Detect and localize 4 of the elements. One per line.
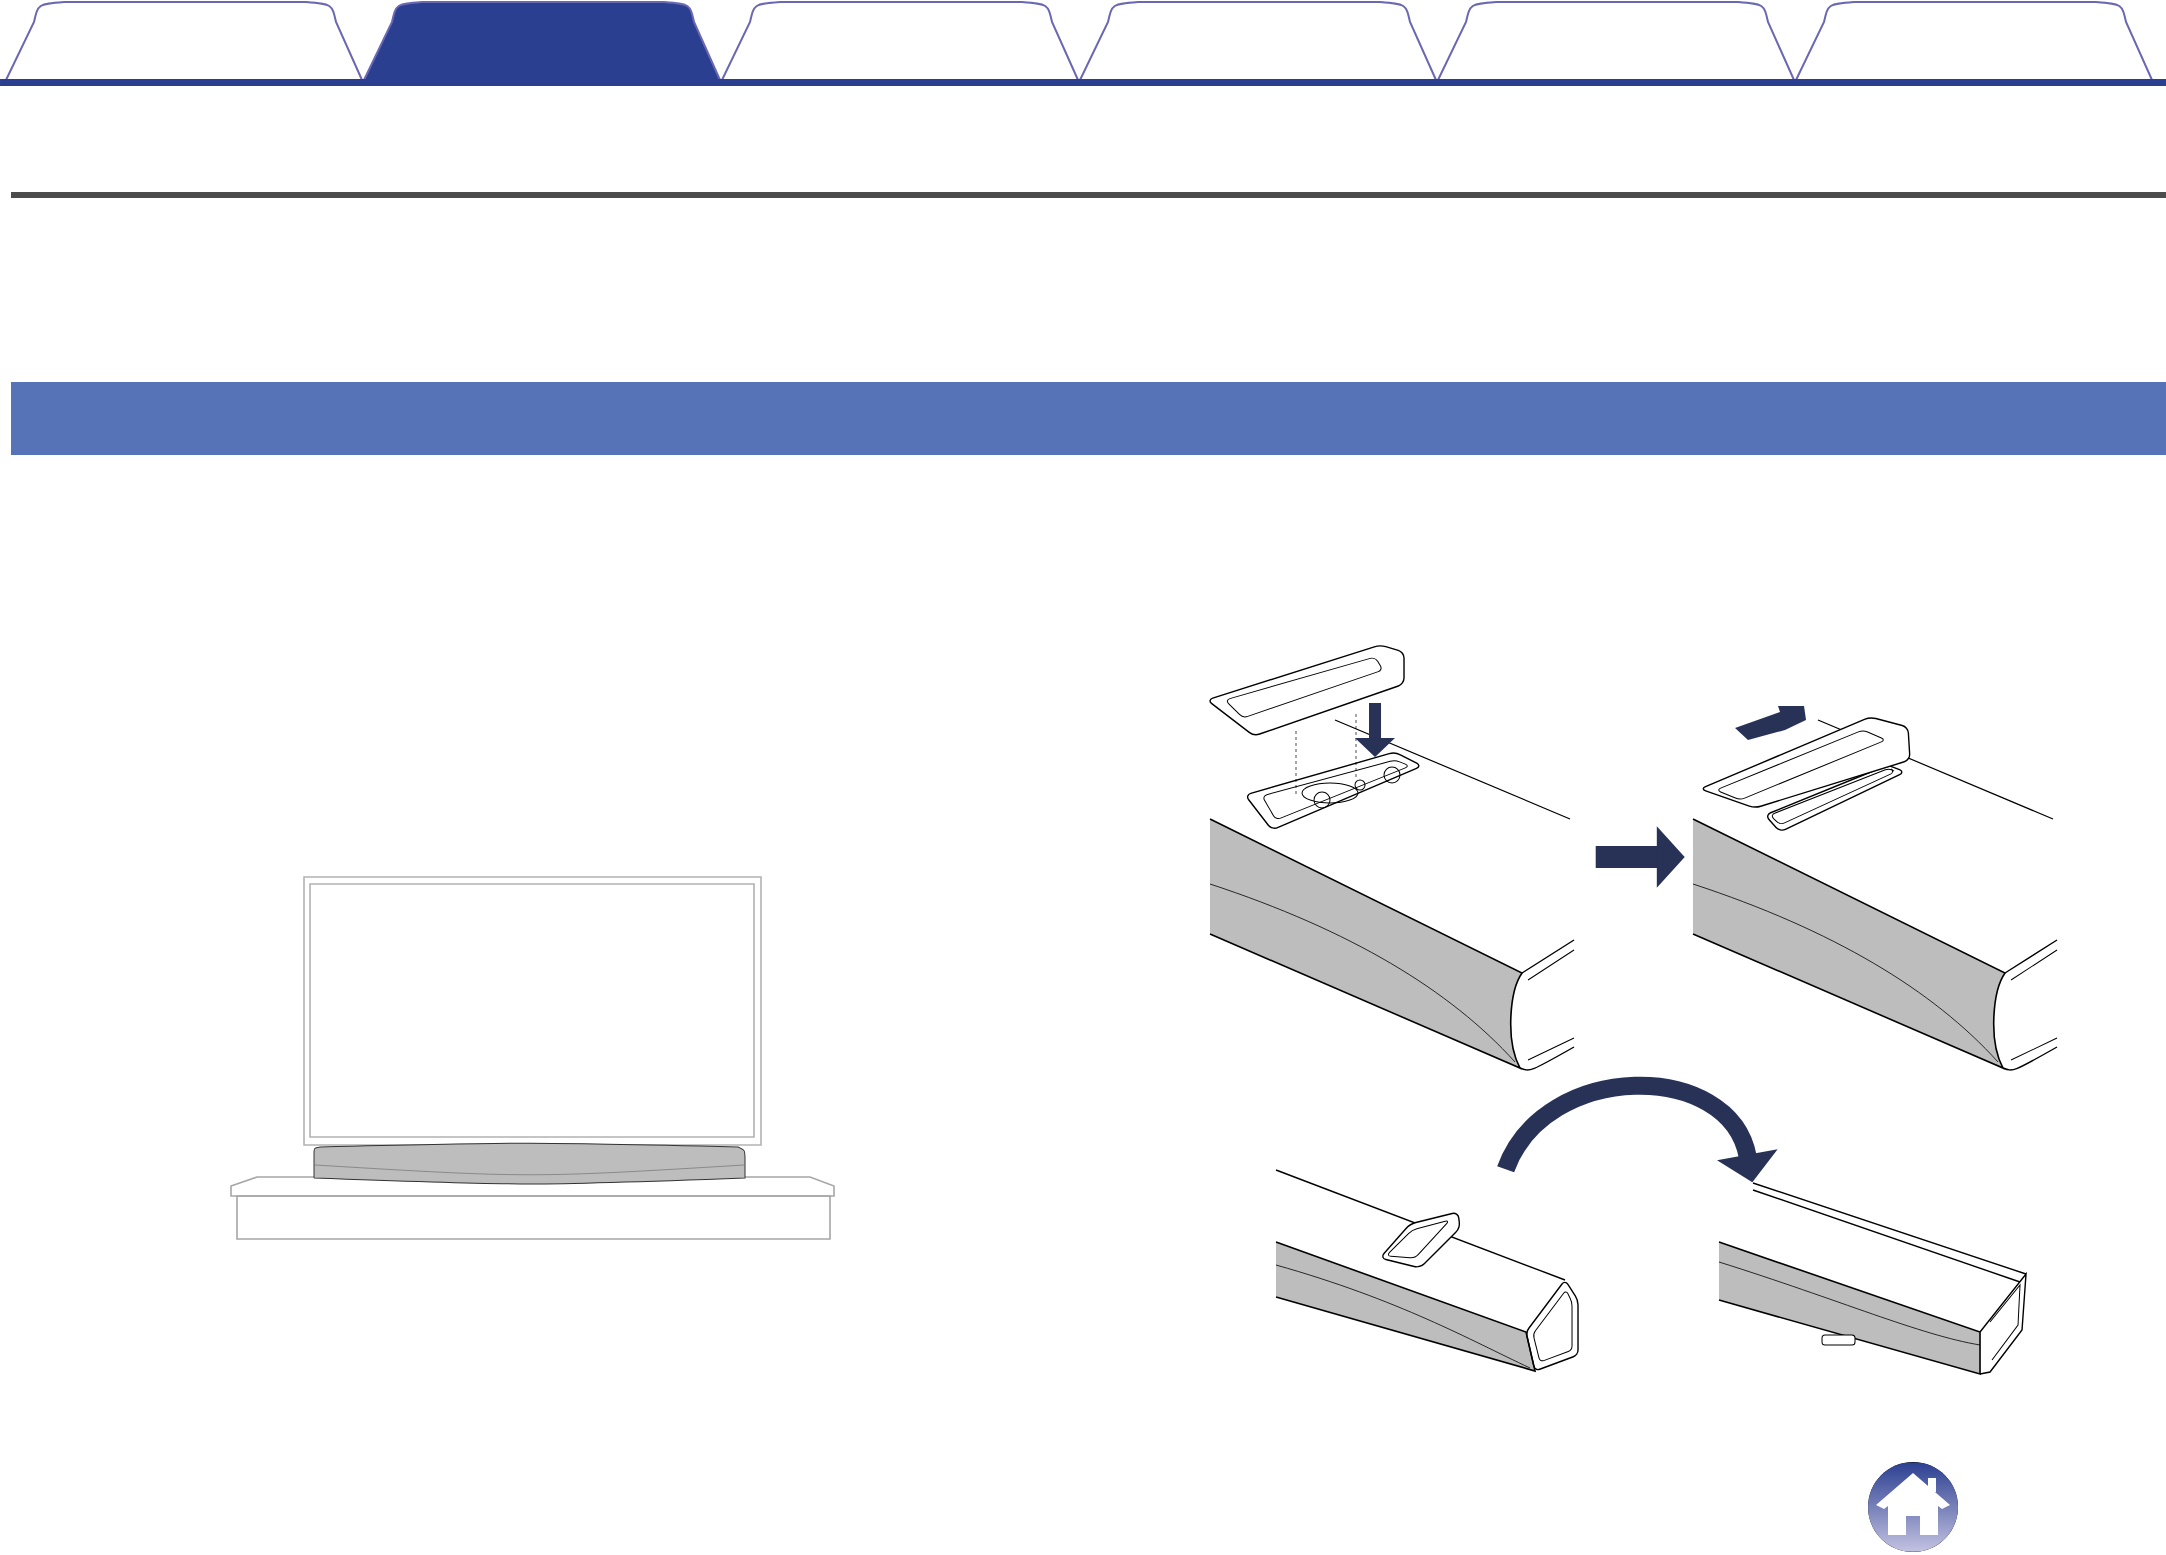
soundbar-drawing bbox=[1718, 1182, 2027, 1376]
soundbar-drawing bbox=[1692, 706, 2058, 1071]
soundbar-drawing bbox=[1209, 645, 1575, 1071]
soundbar-drawing bbox=[1275, 1169, 1579, 1373]
